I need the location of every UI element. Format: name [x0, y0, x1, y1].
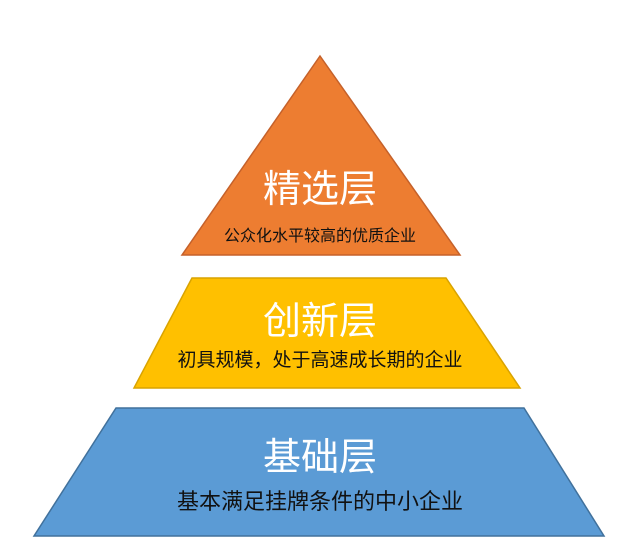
top-layer-triangle — [180, 54, 462, 256]
top-layer-subtitle: 公众化水平较高的优质企业 — [223, 226, 416, 245]
bottom-layer-title: 基础层 — [262, 435, 377, 479]
top-layer-title: 精选层 — [262, 167, 377, 211]
bottom-layer-trapezoid — [32, 407, 606, 537]
middle-layer-subtitle: 初具规模，处于高速成长期的企业 — [177, 349, 463, 371]
middle-layer-trapezoid — [132, 277, 522, 389]
middle-layer-title: 创新层 — [262, 299, 377, 343]
bottom-layer-subtitle: 基本满足挂牌条件的中小企业 — [176, 490, 463, 515]
